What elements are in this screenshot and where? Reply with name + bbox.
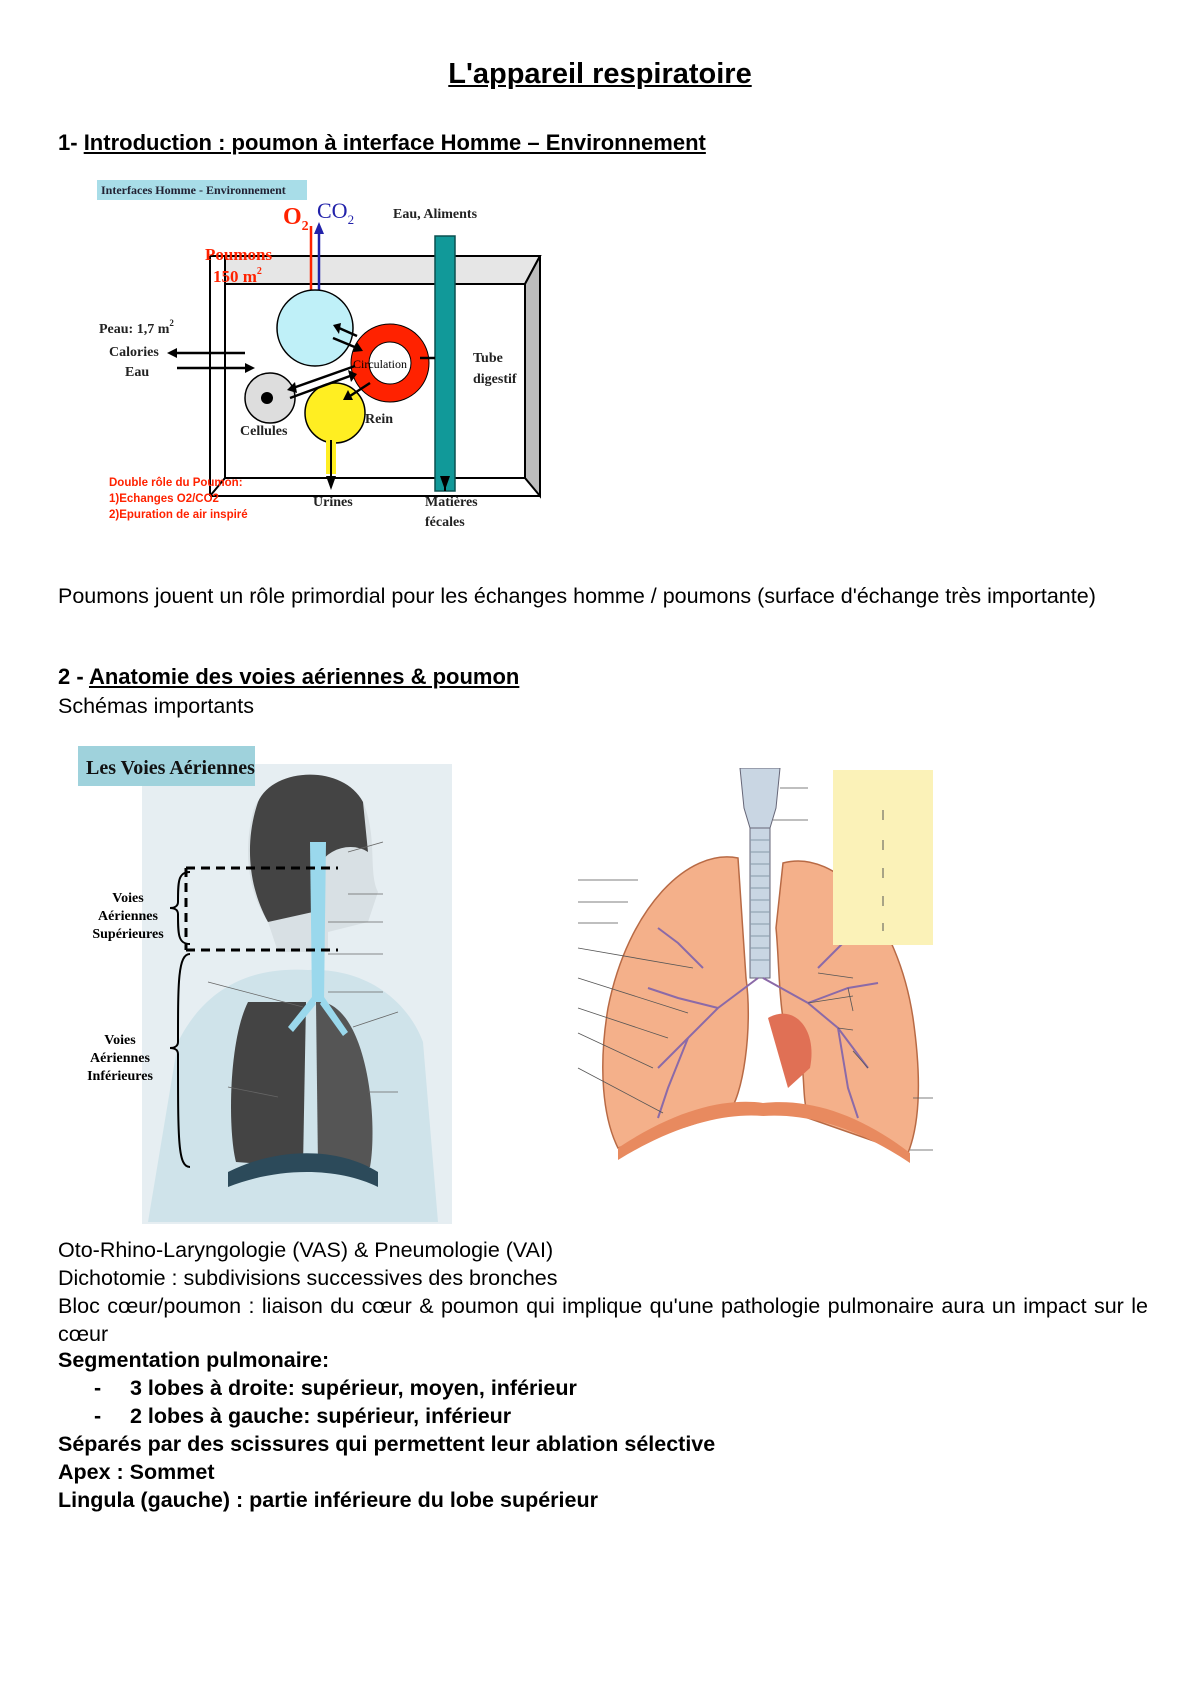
line-orl-pneumo: Oto-Rhino-Laryngologie (VAS) & Pneumolog…: [58, 1238, 554, 1262]
lung-circle: [276, 289, 354, 367]
section2-number: 2 -: [58, 664, 84, 689]
fecales-label: fécales: [425, 515, 465, 530]
section1-title: Introduction : poumon à interface Homme …: [83, 130, 706, 155]
heart-hint: [768, 1013, 812, 1088]
role2-label: 2)Epuration de air inspiré: [109, 509, 248, 521]
eau-aliments-label: Eau, Aliments: [393, 207, 478, 222]
vai-label-1: Voies: [104, 1033, 136, 1048]
trachea-right-fig: [749, 827, 771, 979]
trachea: [310, 842, 326, 1002]
larynx: [739, 768, 781, 829]
right-lung: [231, 1002, 306, 1167]
section1-number: 1-: [58, 130, 78, 155]
vai-label-2: Aériennes: [90, 1051, 150, 1066]
poumons-label: Poumons: [205, 245, 272, 264]
diagram-label-box: [97, 180, 307, 200]
line-apex: Apex : Sommet: [58, 1460, 215, 1484]
section2-heading: 2 - Anatomie des voies aériennes & poumo…: [58, 664, 519, 690]
left-lung: [316, 1002, 373, 1167]
line-dichotomie: Dichotomie : subdivisions successives de…: [58, 1266, 558, 1290]
peau-label: Peau: 1,7 m2: [99, 318, 174, 337]
hair-shape: [249, 774, 368, 922]
airways-label: Les Voies Aériennes: [86, 757, 255, 779]
page-title: L'appareil respiratoire: [448, 58, 752, 90]
bullet-lobes-gauche: 2 lobes à gauche: supérieur, inférieur: [130, 1404, 512, 1428]
section2-title: Anatomie des voies aériennes & poumon: [88, 664, 520, 689]
diaphragm: [228, 1153, 378, 1187]
surface-label: 150 m2: [213, 266, 262, 286]
section2-subtitle: Schémas importants: [58, 694, 254, 718]
airways-diagram: Les Voies Aériennes Voies Aériennes Supé…: [78, 746, 452, 1224]
segmentation-heading: Segmentation pulmonaire:: [58, 1348, 330, 1372]
co2-label: CO2: [317, 198, 354, 227]
bullet-dash-1: -: [94, 1376, 102, 1400]
airways-label-box: [78, 746, 255, 786]
line-lingula: Lingula (gauche) : partie inférieure du …: [58, 1488, 598, 1512]
circulation-label: Circulation: [353, 357, 407, 371]
brace-vas: [169, 871, 191, 945]
vas-label-3: Supérieures: [92, 927, 164, 942]
tube-label: Tube: [473, 351, 503, 366]
brace-vai: [169, 953, 191, 1168]
calories-label: Calories: [109, 345, 159, 360]
ramification-box: [833, 770, 933, 945]
o2-label: O2: [283, 204, 309, 234]
tube-digestif: [434, 235, 456, 492]
lung-leader-lines: [577, 787, 933, 1151]
diagram-label: Interfaces Homme - Environnement: [101, 183, 286, 197]
lung-anatomy-diagram: [577, 768, 933, 1163]
bullet-lobes-droite: 3 lobes à droite: supérieur, moyen, infé…: [130, 1376, 577, 1400]
role1-label: 1)Echanges O2/CO2: [109, 493, 219, 505]
eau-label: Eau: [125, 365, 149, 380]
interfaces-diagram: Interfaces Homme - Environnement O2 CO2 …: [97, 180, 542, 530]
line-scissures: Séparés par des scissures qui permettent…: [58, 1432, 716, 1456]
section1-paragraph: Poumons jouent un rôle primordial pour l…: [58, 584, 1096, 608]
double-role-label: Double rôle du Poumon:: [109, 477, 243, 489]
bullet-dash-2: -: [94, 1404, 102, 1428]
matieres-label: Matières: [425, 495, 478, 510]
right-lung-fig: [602, 856, 749, 1149]
airways-leader-lines: [207, 841, 399, 1098]
section1-heading: 1- Introduction : poumon à interface Hom…: [58, 130, 706, 156]
cellules-label: Cellules: [240, 424, 288, 439]
box-top: [224, 255, 542, 285]
box-side: [524, 255, 541, 499]
rein-label: Rein: [365, 412, 393, 427]
circulation-ring: [351, 324, 429, 402]
vas-label-1: Voies: [112, 891, 144, 906]
vas-label-2: Aériennes: [98, 909, 158, 924]
digestif-label: digestif: [473, 372, 517, 387]
urines-label: Urines: [313, 495, 353, 510]
diaphragm-fig: [618, 1101, 910, 1163]
vai-label-3: Inférieures: [87, 1069, 153, 1084]
line-bloc-coeur: Bloc cœur/poumon : liaison du cœur & pou…: [58, 1294, 1148, 1346]
